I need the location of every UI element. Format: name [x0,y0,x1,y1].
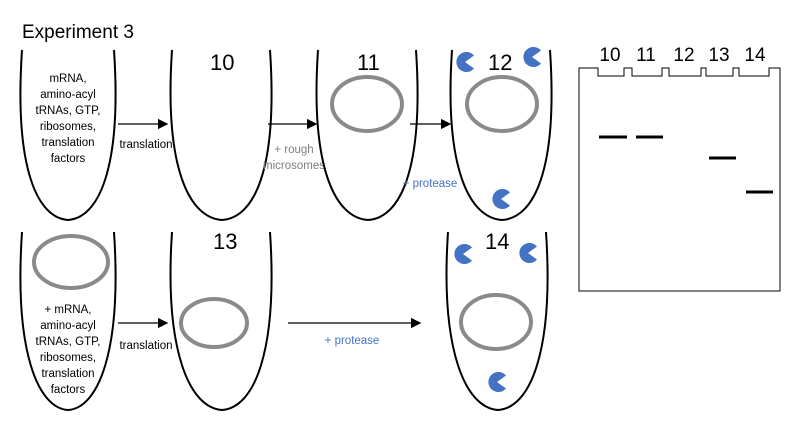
tube-10 [169,49,273,222]
gel-lane-label: 13 [708,45,729,66]
mix-label-top: mRNA, amino-acyl tRNAs, GTP, ribosomes, … [36,73,101,165]
tube-12 [449,49,553,222]
translation-label-top: translation [119,139,172,151]
svg-text:mRNA,: mRNA, [49,73,86,85]
gel-outline [578,67,781,292]
protease-icon [454,244,472,264]
svg-text:ribosomes,: ribosomes, [40,121,96,133]
mix-label-bottom: + mRNA, amino-acyl tRNAs, GTP, ribosomes… [36,304,101,396]
microsome-vesicle-start [32,234,110,290]
tube-top-mix [19,49,117,222]
svg-text:translation: translation [41,368,94,380]
svg-text:+ rough: + rough [274,144,313,156]
gel-lane-label: 10 [599,45,620,66]
tube-13 [169,231,273,412]
tube-11-number: 11 [357,50,380,75]
svg-text:+ mRNA,: + mRNA, [45,304,92,316]
protease-icon [488,372,506,393]
protease-icon [519,243,537,263]
gel-panel: 10 11 12 13 14 [578,45,781,292]
svg-text:microsomes: microsomes [263,160,325,172]
microsome-vesicle-12 [465,75,539,133]
svg-text:factors: factors [51,153,86,165]
tube-14-number: 14 [485,229,509,254]
gel-lane-label: 14 [744,45,766,66]
protease-label-top: + protease [403,178,458,190]
protease-icon [456,52,474,72]
svg-text:amino-acyl: amino-acyl [40,320,96,332]
experiment-title: Experiment 3 [22,22,134,43]
svg-text:tRNAs, GTP,: tRNAs, GTP, [36,336,101,348]
svg-text:ribosomes,: ribosomes, [40,352,96,364]
microsome-vesicle-14 [459,293,533,351]
protease-icon [492,189,510,209]
tube-bottom-mix [19,231,117,412]
protease-icon [523,47,541,67]
tube-14 [445,231,549,412]
protease-label-bottom: + protease [325,335,380,347]
svg-text:tRNAs, GTP,: tRNAs, GTP, [36,105,101,117]
svg-text:amino-acyl: amino-acyl [40,89,96,101]
microsome-vesicle-11 [330,75,404,133]
microsome-vesicle-13 [179,297,249,349]
tube-10-number: 10 [210,50,234,75]
rough-microsomes-label: + rough microsomes [263,144,325,172]
gel-lane-label: 11 [636,45,656,66]
svg-text:factors: factors [51,384,86,396]
tube-12-number: 12 [488,50,512,75]
translation-label-bottom: translation [119,340,172,352]
tube-13-number: 13 [213,229,237,254]
gel-lane-label: 12 [673,45,694,66]
svg-text:translation: translation [41,137,94,149]
tube-11 [315,49,419,222]
